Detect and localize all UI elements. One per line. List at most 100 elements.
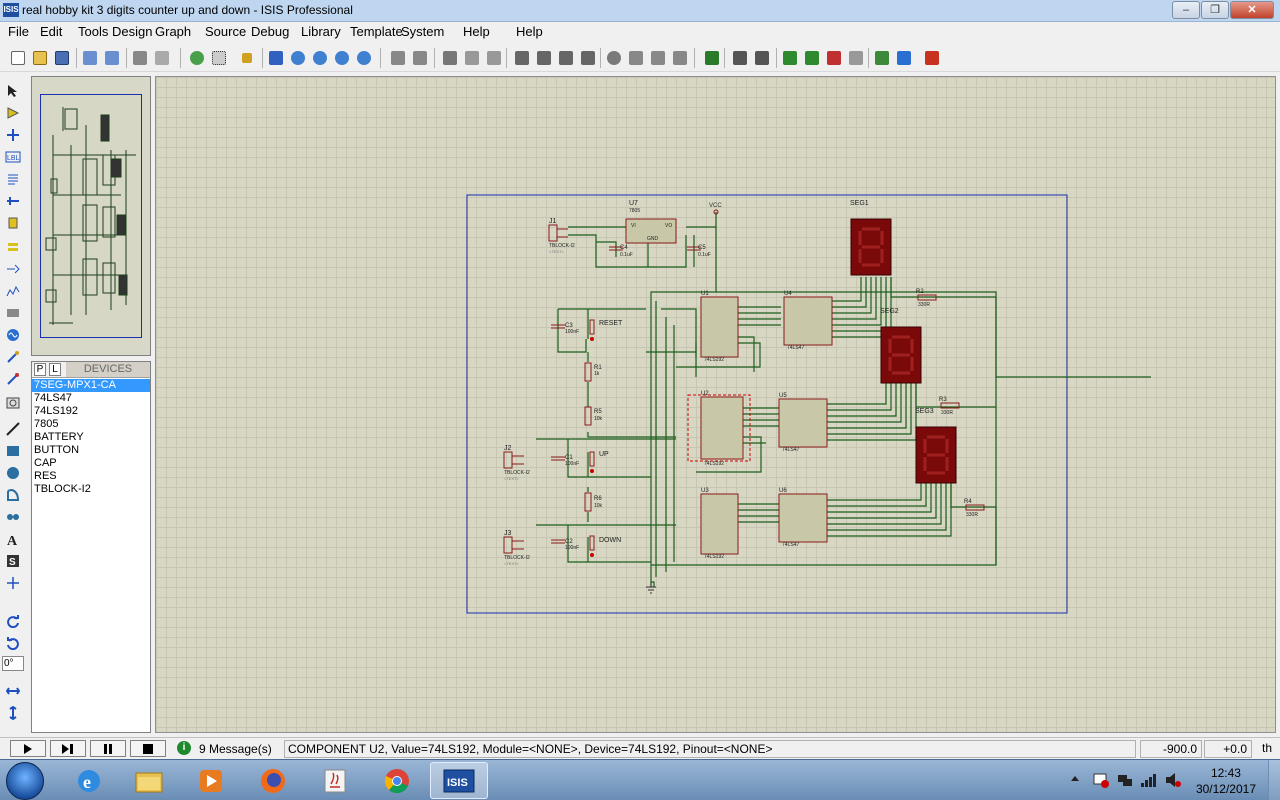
device-item[interactable]: CAP	[34, 457, 57, 469]
zoom-in-icon[interactable]	[288, 48, 308, 68]
file-explorer-icon[interactable]	[120, 762, 178, 799]
selection-mode-icon[interactable]	[3, 82, 23, 100]
text-mode-icon[interactable]: A	[3, 530, 23, 548]
circle-mode-icon[interactable]	[3, 464, 23, 482]
voltage-probe-mode-icon[interactable]	[3, 348, 23, 366]
device-pins-mode-icon[interactable]	[3, 260, 23, 278]
signal-icon[interactable]	[1140, 771, 1158, 789]
counter-u1[interactable]: U1 74LS192	[700, 291, 739, 363]
paste-icon[interactable]	[484, 48, 504, 68]
zoom-all-icon[interactable]	[332, 48, 352, 68]
text-script-mode-icon[interactable]	[3, 170, 23, 188]
resistor-r3[interactable]: R3 330R	[939, 397, 960, 416]
box-mode-icon[interactable]	[3, 442, 23, 460]
wire-autorouter-icon[interactable]	[702, 48, 722, 68]
menu-design[interactable]: Graph	[155, 24, 192, 39]
schematic-drawing[interactable]: VCC J1 TBLOCK-I2 <TEXT> U7 7805 VI VO GN…	[156, 77, 1275, 732]
play-button[interactable]	[10, 740, 46, 757]
device-item[interactable]: 7SEG-MPX1-CA	[32, 379, 150, 392]
print-area-icon[interactable]	[152, 48, 172, 68]
print-icon[interactable]	[130, 48, 150, 68]
seven-segment-display-seg1[interactable]: SEG1	[850, 200, 892, 276]
menu-tools[interactable]: Design	[112, 24, 153, 39]
path-mode-icon[interactable]	[3, 508, 23, 526]
internet-explorer-icon[interactable]: e	[60, 762, 118, 799]
menu-file[interactable]: File	[8, 24, 29, 39]
pick-device-icon[interactable]	[604, 48, 624, 68]
isis-taskbar-icon[interactable]: ISIS	[430, 762, 488, 799]
ground-terminal[interactable]	[646, 582, 656, 594]
step-button[interactable]	[50, 740, 86, 757]
show-desktop-button[interactable]	[1268, 760, 1280, 800]
pick-from-library-tab[interactable]: P	[34, 363, 46, 376]
copy-icon[interactable]	[462, 48, 482, 68]
menu-edit[interactable]: Tools	[78, 24, 109, 39]
export-icon[interactable]	[102, 48, 122, 68]
ares-netlist-icon[interactable]	[922, 48, 942, 68]
buses-mode-icon[interactable]	[3, 192, 23, 210]
goto-sheet-icon[interactable]	[846, 48, 866, 68]
library-manager-tab[interactable]: L	[49, 363, 61, 376]
menu-library[interactable]: Template	[350, 24, 403, 39]
stop-button[interactable]	[130, 740, 166, 757]
wire-label-mode-icon[interactable]: LBL	[3, 148, 23, 166]
resistor-r1[interactable]: R1 1k	[584, 362, 602, 382]
terminals-mode-icon[interactable]	[3, 238, 23, 256]
new-file-icon[interactable]	[8, 48, 28, 68]
new-sheet-icon[interactable]	[780, 48, 800, 68]
block-delete-icon[interactable]	[578, 48, 598, 68]
generator-mode-icon[interactable]	[3, 326, 23, 344]
mirror-horizontal-icon[interactable]	[3, 682, 23, 700]
capacitor-c5[interactable]: C5 0.1uF	[687, 245, 711, 258]
action-center-icon[interactable]	[1092, 771, 1110, 789]
pack-device-icon[interactable]	[648, 48, 668, 68]
block-copy-icon[interactable]	[512, 48, 532, 68]
capacitor-c2[interactable]: C2 100nF	[551, 539, 579, 551]
rotate-anticlockwise-icon[interactable]	[3, 634, 23, 652]
start-button[interactable]	[6, 762, 44, 800]
graph-mode-icon[interactable]	[3, 282, 23, 300]
subcircuit-mode-icon[interactable]	[3, 214, 23, 232]
mirror-vertical-icon[interactable]	[3, 704, 23, 722]
resistor-r4[interactable]: R4 330R	[964, 499, 985, 518]
capacitor-c4[interactable]: C4 0.1uF	[609, 245, 633, 258]
menu-system[interactable]: Help	[463, 24, 490, 39]
capacitor-c3[interactable]: C3 100nF	[551, 323, 579, 335]
zoom-area-icon[interactable]	[354, 48, 374, 68]
refresh-icon[interactable]	[187, 48, 207, 68]
menu-graph[interactable]: Source	[205, 24, 247, 39]
component-mode-icon[interactable]	[3, 104, 23, 122]
seven-segment-display-seg3[interactable]: SEG3	[915, 408, 957, 484]
menu-source[interactable]: Debug	[251, 24, 290, 39]
cut-icon[interactable]	[440, 48, 460, 68]
zoom-out-icon[interactable]	[310, 48, 330, 68]
property-tool-icon[interactable]	[752, 48, 772, 68]
decompose-icon[interactable]	[670, 48, 690, 68]
decoder-u4[interactable]: U4 74LS47	[783, 291, 833, 351]
schematic-editing-window[interactable]: VCC J1 TBLOCK-I2 <TEXT> U7 7805 VI VO GN…	[155, 76, 1276, 733]
terminal-block-j1[interactable]: J1 TBLOCK-I2 <TEXT>	[548, 218, 575, 254]
device-item[interactable]: BUTTON	[34, 444, 80, 456]
junction-mode-icon[interactable]	[3, 126, 23, 144]
close-button[interactable]: ✕	[1230, 1, 1274, 19]
search-tag-icon[interactable]	[730, 48, 750, 68]
redo-icon[interactable]	[410, 48, 430, 68]
decoder-u5[interactable]: U5 74LS47	[778, 393, 828, 453]
device-item[interactable]: RES	[34, 470, 57, 482]
resistor-r6[interactable]: R6 10k	[584, 492, 603, 512]
symbol-mode-icon[interactable]: S	[3, 552, 23, 570]
button-reset[interactable]: RESET	[589, 319, 623, 341]
line-mode-icon[interactable]	[3, 420, 23, 438]
capacitor-c1[interactable]: C1 100nF	[551, 455, 579, 467]
rotation-angle-field[interactable]: 0°	[2, 656, 24, 671]
counter-u2[interactable]: U2 74LS192	[687, 391, 751, 467]
device-item[interactable]: BATTERY	[34, 431, 84, 443]
block-rotate-icon[interactable]	[556, 48, 576, 68]
network-icon[interactable]	[1116, 771, 1134, 789]
undo-icon[interactable]	[388, 48, 408, 68]
terminal-block-j3[interactable]: J3 TBLOCK-I2 <TEXT>	[503, 530, 530, 566]
pause-button[interactable]	[90, 740, 126, 757]
arc-mode-icon[interactable]	[3, 486, 23, 504]
block-move-icon[interactable]	[534, 48, 554, 68]
seven-segment-display-seg2[interactable]: SEG2	[880, 308, 922, 384]
